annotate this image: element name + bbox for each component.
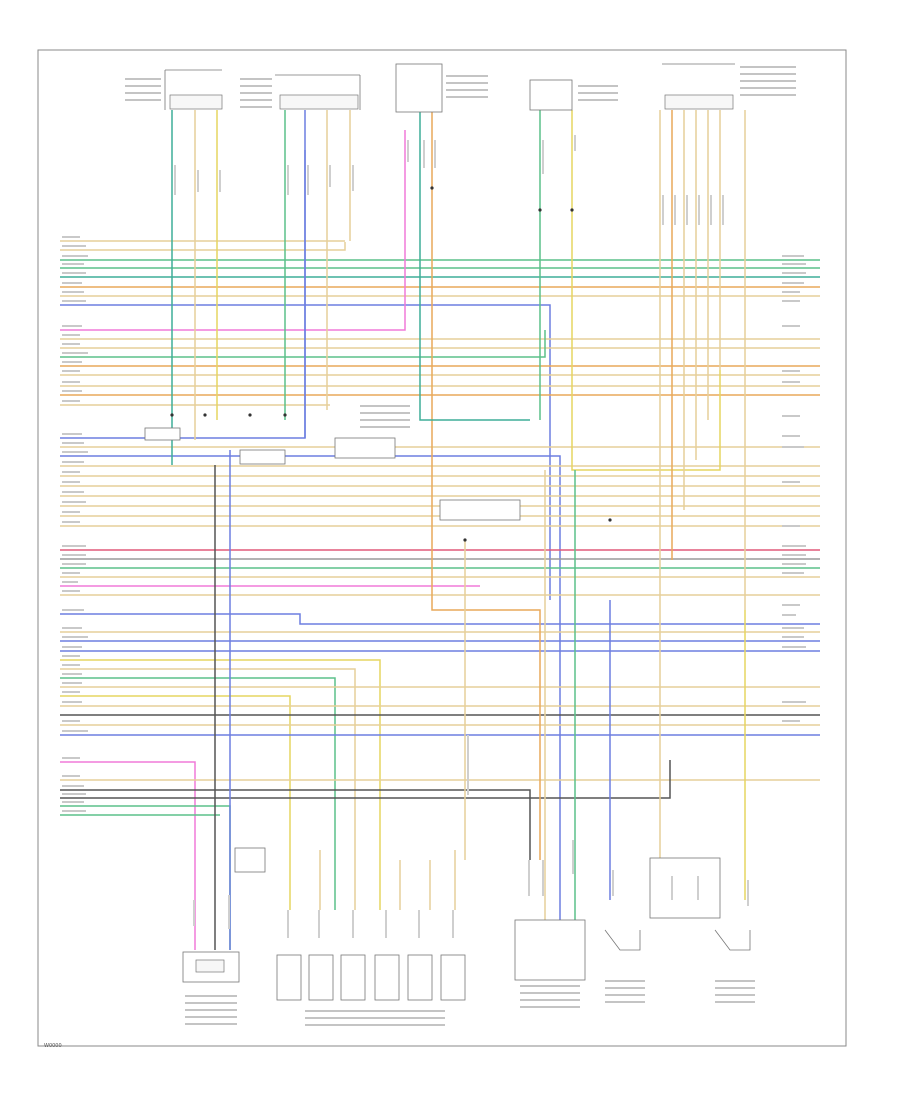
wire-h-9 (60, 130, 406, 331)
wire-h-49 (60, 789, 531, 860)
left-pin-labels (62, 236, 88, 812)
horizontal-wire-bundle (60, 130, 820, 950)
wire-v-9 (419, 110, 530, 421)
bottom-component-sensor-c (604, 929, 641, 951)
bottom-component-injector-5 (407, 954, 433, 1001)
top-component-2 (275, 74, 361, 110)
top-component-5 (662, 63, 735, 110)
wire-h-2 (60, 242, 346, 251)
bottom-component-injector-2 (308, 954, 334, 1001)
vertical-wire-bundle (171, 110, 746, 950)
wire-vertical-labels (174, 135, 749, 938)
diagram-code-label: W0000 (44, 1043, 62, 1049)
right-pin-labels (782, 255, 806, 722)
bottom-component-injector-1 (276, 954, 302, 1001)
top-component-4 (529, 79, 573, 111)
bottom-component-sensor-a (182, 951, 240, 983)
splice-dot (463, 538, 467, 542)
wire-h-50 (60, 760, 671, 799)
top-component-1 (164, 69, 223, 110)
bottom-component-relay (649, 857, 721, 919)
wire-h-42 (60, 695, 291, 910)
bottom-component-sensor-d (714, 929, 751, 951)
splice-dot (608, 518, 612, 522)
wire-h-40 (60, 677, 336, 910)
wire-h-39 (60, 668, 356, 910)
top-component-3 (395, 63, 443, 113)
wire-h-12 (60, 330, 546, 358)
wire-h-38 (60, 659, 381, 910)
splice-dot (203, 413, 207, 417)
splice-dot (430, 186, 434, 190)
wire-h-20 (60, 455, 561, 920)
wire-h-51 (60, 805, 231, 950)
splice-dot (570, 208, 574, 212)
splice-dot (538, 208, 542, 212)
bottom-component-sensor-b (514, 919, 586, 981)
component-captions (125, 66, 796, 1026)
splice-dot (248, 413, 252, 417)
wire-v-11 (571, 110, 721, 471)
wire-h-34 (60, 613, 820, 625)
wire-h-8 (60, 304, 551, 600)
splice-dot (283, 413, 287, 417)
splice-points (170, 186, 612, 542)
wire-v-8 (431, 110, 541, 860)
wire-h-47 (60, 761, 196, 950)
diagram-frame (37, 49, 847, 1047)
bottom-component-injector-3 (340, 954, 366, 1001)
bottom-component-injector-4 (374, 954, 400, 1001)
splice-dot (170, 413, 174, 417)
inline-label-boxes (144, 427, 521, 873)
bottom-component-injector-6 (440, 954, 466, 1001)
